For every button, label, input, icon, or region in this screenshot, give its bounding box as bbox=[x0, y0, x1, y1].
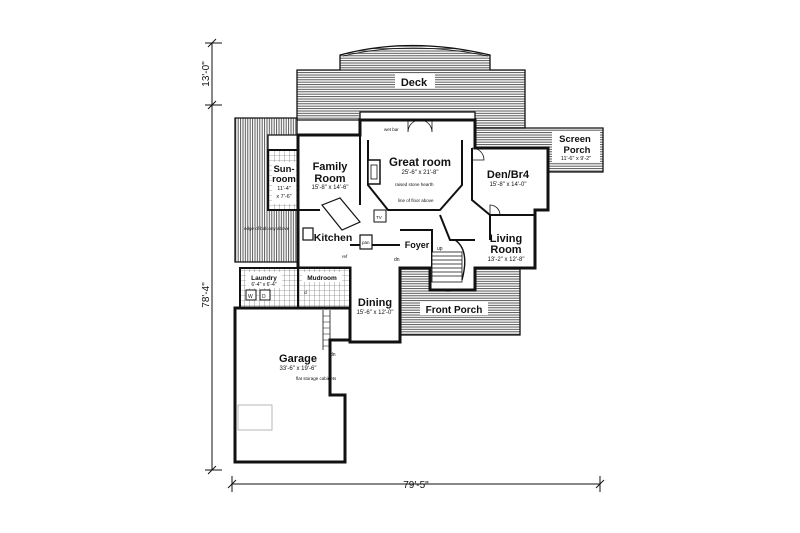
overall-width-dimension: 79'-5" bbox=[403, 480, 429, 491]
family-room-label-2: Room bbox=[314, 173, 345, 185]
great-room-label: Great room bbox=[389, 157, 451, 169]
dining-label: Dining bbox=[358, 297, 392, 309]
living-room-label-1: Living bbox=[490, 233, 522, 245]
great-room-dims: 25'-6" x 21'-8" bbox=[402, 170, 439, 176]
foyer-stairs bbox=[431, 239, 466, 283]
kitchen-island bbox=[302, 197, 373, 250]
mudroom-label: Mudroom bbox=[307, 275, 337, 282]
screen-porch-label-1: Screen bbox=[559, 134, 591, 145]
garage bbox=[233, 306, 352, 464]
tv-note: TV bbox=[376, 215, 382, 220]
dn-note-2: dn bbox=[330, 352, 336, 358]
washer-note: W bbox=[248, 294, 253, 300]
closet-note: cl bbox=[304, 290, 307, 295]
living-room-label-2: Room bbox=[490, 244, 521, 256]
balcony-note: edge of balcony above bbox=[244, 226, 290, 231]
den-label: Den/Br4 bbox=[487, 169, 530, 181]
family-room-dims: 15'-8" x 14'-6" bbox=[312, 185, 349, 191]
garage-dims: 33'-6" x 19'-6" bbox=[280, 366, 317, 372]
great-room-fixtures bbox=[367, 159, 387, 223]
storage-note: flat storage cabinets bbox=[296, 376, 337, 381]
up-note: up bbox=[437, 246, 443, 252]
hearth-note: raised stone hearth bbox=[395, 182, 434, 187]
dimension-lines bbox=[205, 38, 605, 492]
foyer-label: Foyer bbox=[405, 240, 430, 250]
wet-bar-note: wet bar bbox=[384, 127, 399, 132]
door-swings bbox=[407, 119, 501, 216]
laundry-dims: 6'-4" x 6'-4" bbox=[251, 282, 276, 288]
garage-label: Garage bbox=[279, 353, 317, 365]
kitchen-label: Kitchen bbox=[314, 232, 353, 244]
living-room-dims: 13'-2" x 12'-8" bbox=[488, 257, 525, 263]
dryer-note: D bbox=[262, 294, 266, 300]
floor-above-note: line of floor above bbox=[398, 198, 434, 203]
front-porch-label: Front Porch bbox=[426, 305, 483, 316]
screen-porch-label-2: Porch bbox=[564, 145, 591, 156]
deck-label: Deck bbox=[401, 77, 428, 89]
den-dims: 15'-8" x 14'-0" bbox=[490, 182, 527, 188]
sun-room-dims-2: x 7'-6" bbox=[276, 194, 291, 200]
sun-room-dims-1: 11'-4" bbox=[277, 186, 291, 192]
family-room-label-1: Family bbox=[313, 161, 349, 173]
screen-porch-dims: 11'-6" x 9'-2" bbox=[561, 156, 591, 162]
pantry-note: pan bbox=[362, 240, 370, 245]
sun-room-label-1: Sun- bbox=[273, 164, 294, 175]
dn-note-1: dn bbox=[394, 257, 400, 263]
dining-dims: 15'-6" x 12'-0" bbox=[357, 310, 394, 316]
ref-note: ref bbox=[342, 254, 348, 259]
deck-depth-dimension: 13'-0" bbox=[201, 61, 212, 87]
overall-depth-dimension: 78'-4" bbox=[201, 282, 212, 308]
laundry-label: Laundry bbox=[251, 275, 277, 282]
sun-room-label-2: room bbox=[272, 174, 296, 185]
